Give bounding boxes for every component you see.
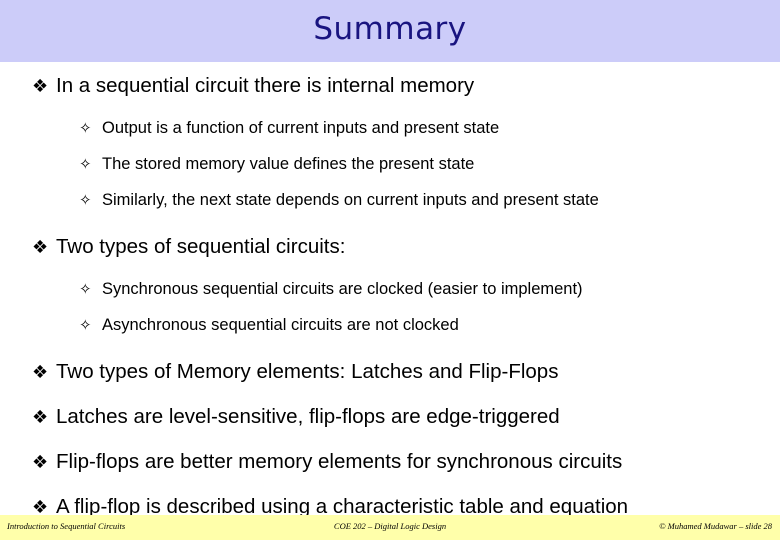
page-title: Summary xyxy=(313,11,467,47)
bullet-text: Two types of sequential circuits: xyxy=(56,235,346,258)
bullet-item: ✧ Asynchronous sequential circuits are n… xyxy=(0,316,780,352)
bullet-item: ❖ In a sequential circuit there is inter… xyxy=(0,74,780,111)
bullet-item: ✧ Similarly, the next state depends on c… xyxy=(0,191,780,227)
star-outline-bullet-icon: ✧ xyxy=(79,280,92,298)
bullet-item: ✧ Synchronous sequential circuits are cl… xyxy=(0,280,780,316)
bullet-text: In a sequential circuit there is interna… xyxy=(56,74,475,97)
star-outline-bullet-icon: ✧ xyxy=(79,316,92,334)
diamond-bullet-icon: ❖ xyxy=(32,237,49,258)
bullet-item: ❖ Flip-flops are better memory elements … xyxy=(0,450,780,487)
bullet-item: ✧ The stored memory value defines the pr… xyxy=(0,155,780,191)
star-outline-bullet-icon: ✧ xyxy=(79,119,92,137)
bullet-text: Synchronous sequential circuits are cloc… xyxy=(102,280,583,298)
bullet-text: Flip-flops are better memory elements fo… xyxy=(56,450,623,473)
bullet-text: A flip-flop is described using a charact… xyxy=(56,495,629,518)
bullet-text: The stored memory value defines the pres… xyxy=(102,155,475,173)
bullet-text: Two types of Memory elements: Latches an… xyxy=(56,360,559,383)
bullet-item: ❖ Two types of sequential circuits: xyxy=(0,235,780,272)
diamond-bullet-icon: ❖ xyxy=(32,497,49,518)
diamond-bullet-icon: ❖ xyxy=(32,407,49,428)
footer-right-text: © Muhamed Mudawar – slide 28 xyxy=(659,521,772,531)
title-banner: Summary xyxy=(0,0,780,62)
diamond-bullet-icon: ❖ xyxy=(32,452,49,473)
bullet-item: ❖ Latches are level-sensitive, flip-flop… xyxy=(0,405,780,442)
diamond-bullet-icon: ❖ xyxy=(32,76,49,97)
bullet-text: Latches are level-sensitive, flip-flops … xyxy=(56,405,560,428)
diamond-bullet-icon: ❖ xyxy=(32,362,49,383)
bullet-item: ✧ Output is a function of current inputs… xyxy=(0,119,780,155)
footer-center-text: COE 202 – Digital Logic Design xyxy=(333,521,447,531)
slide-body: ❖ In a sequential circuit there is inter… xyxy=(0,62,780,518)
star-outline-bullet-icon: ✧ xyxy=(79,191,92,209)
bullet-item: ❖ Two types of Memory elements: Latches … xyxy=(0,360,780,397)
bullet-text: Output is a function of current inputs a… xyxy=(102,119,500,137)
bullet-text: Asynchronous sequential circuits are not… xyxy=(102,316,459,334)
slide-footer: Introduction to Sequential Circuits COE … xyxy=(0,515,780,540)
bullet-text: Similarly, the next state depends on cur… xyxy=(102,191,599,209)
star-outline-bullet-icon: ✧ xyxy=(79,155,92,173)
bullet-item: ❖ A flip-flop is described using a chara… xyxy=(0,495,780,532)
footer-left-text: Introduction to Sequential Circuits xyxy=(7,521,126,531)
